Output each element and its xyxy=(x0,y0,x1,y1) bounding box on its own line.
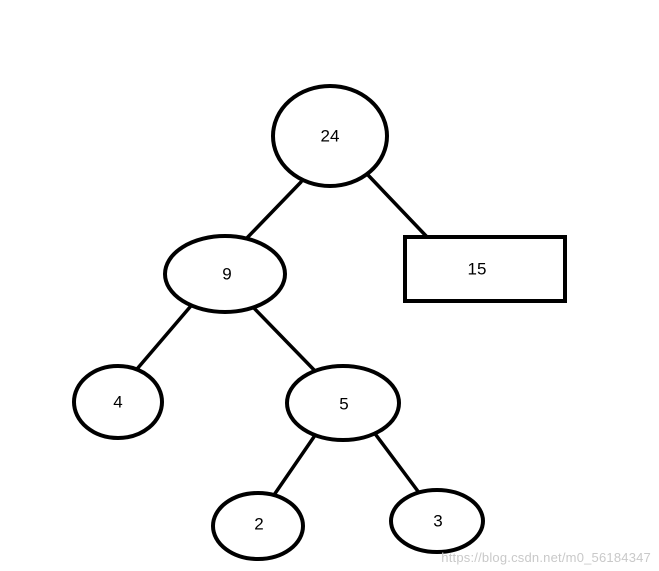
edge-5-3 xyxy=(371,429,422,496)
node-4-shape[interactable] xyxy=(72,364,164,440)
node-2-shape[interactable] xyxy=(211,491,305,561)
node-4[interactable]: 4 xyxy=(72,364,164,440)
node-group: 24 9 15 4 5 2 xyxy=(72,84,567,561)
node-2-label: 2 xyxy=(254,515,263,534)
node-3-label: 3 xyxy=(433,512,442,531)
node-15[interactable]: 15 xyxy=(403,235,567,303)
node-24-label: 24 xyxy=(321,127,340,146)
node-24-shape[interactable] xyxy=(271,84,389,188)
node-3[interactable]: 3 xyxy=(389,488,485,554)
node-9-shape[interactable] xyxy=(163,234,287,314)
edge-9-4 xyxy=(135,298,198,371)
edge-24-9 xyxy=(243,180,303,242)
edge-5-2 xyxy=(272,429,320,497)
node-4-label: 4 xyxy=(113,393,122,412)
node-15-shape[interactable] xyxy=(403,235,567,303)
node-3-shape[interactable] xyxy=(389,488,485,554)
node-5-label: 5 xyxy=(339,395,348,414)
node-9[interactable]: 9 xyxy=(163,234,287,314)
node-24[interactable]: 24 xyxy=(271,84,389,188)
node-2[interactable]: 2 xyxy=(211,491,305,561)
watermark-text: https://blog.csdn.net/m0_56184347 xyxy=(441,550,651,565)
edge-group xyxy=(135,173,430,497)
edge-24-15 xyxy=(366,173,430,240)
node-9-label: 9 xyxy=(222,265,231,284)
node-5[interactable]: 5 xyxy=(285,364,401,442)
edge-9-5 xyxy=(248,302,320,376)
node-5-shape[interactable] xyxy=(285,364,401,442)
node-15-label: 15 xyxy=(468,260,487,279)
